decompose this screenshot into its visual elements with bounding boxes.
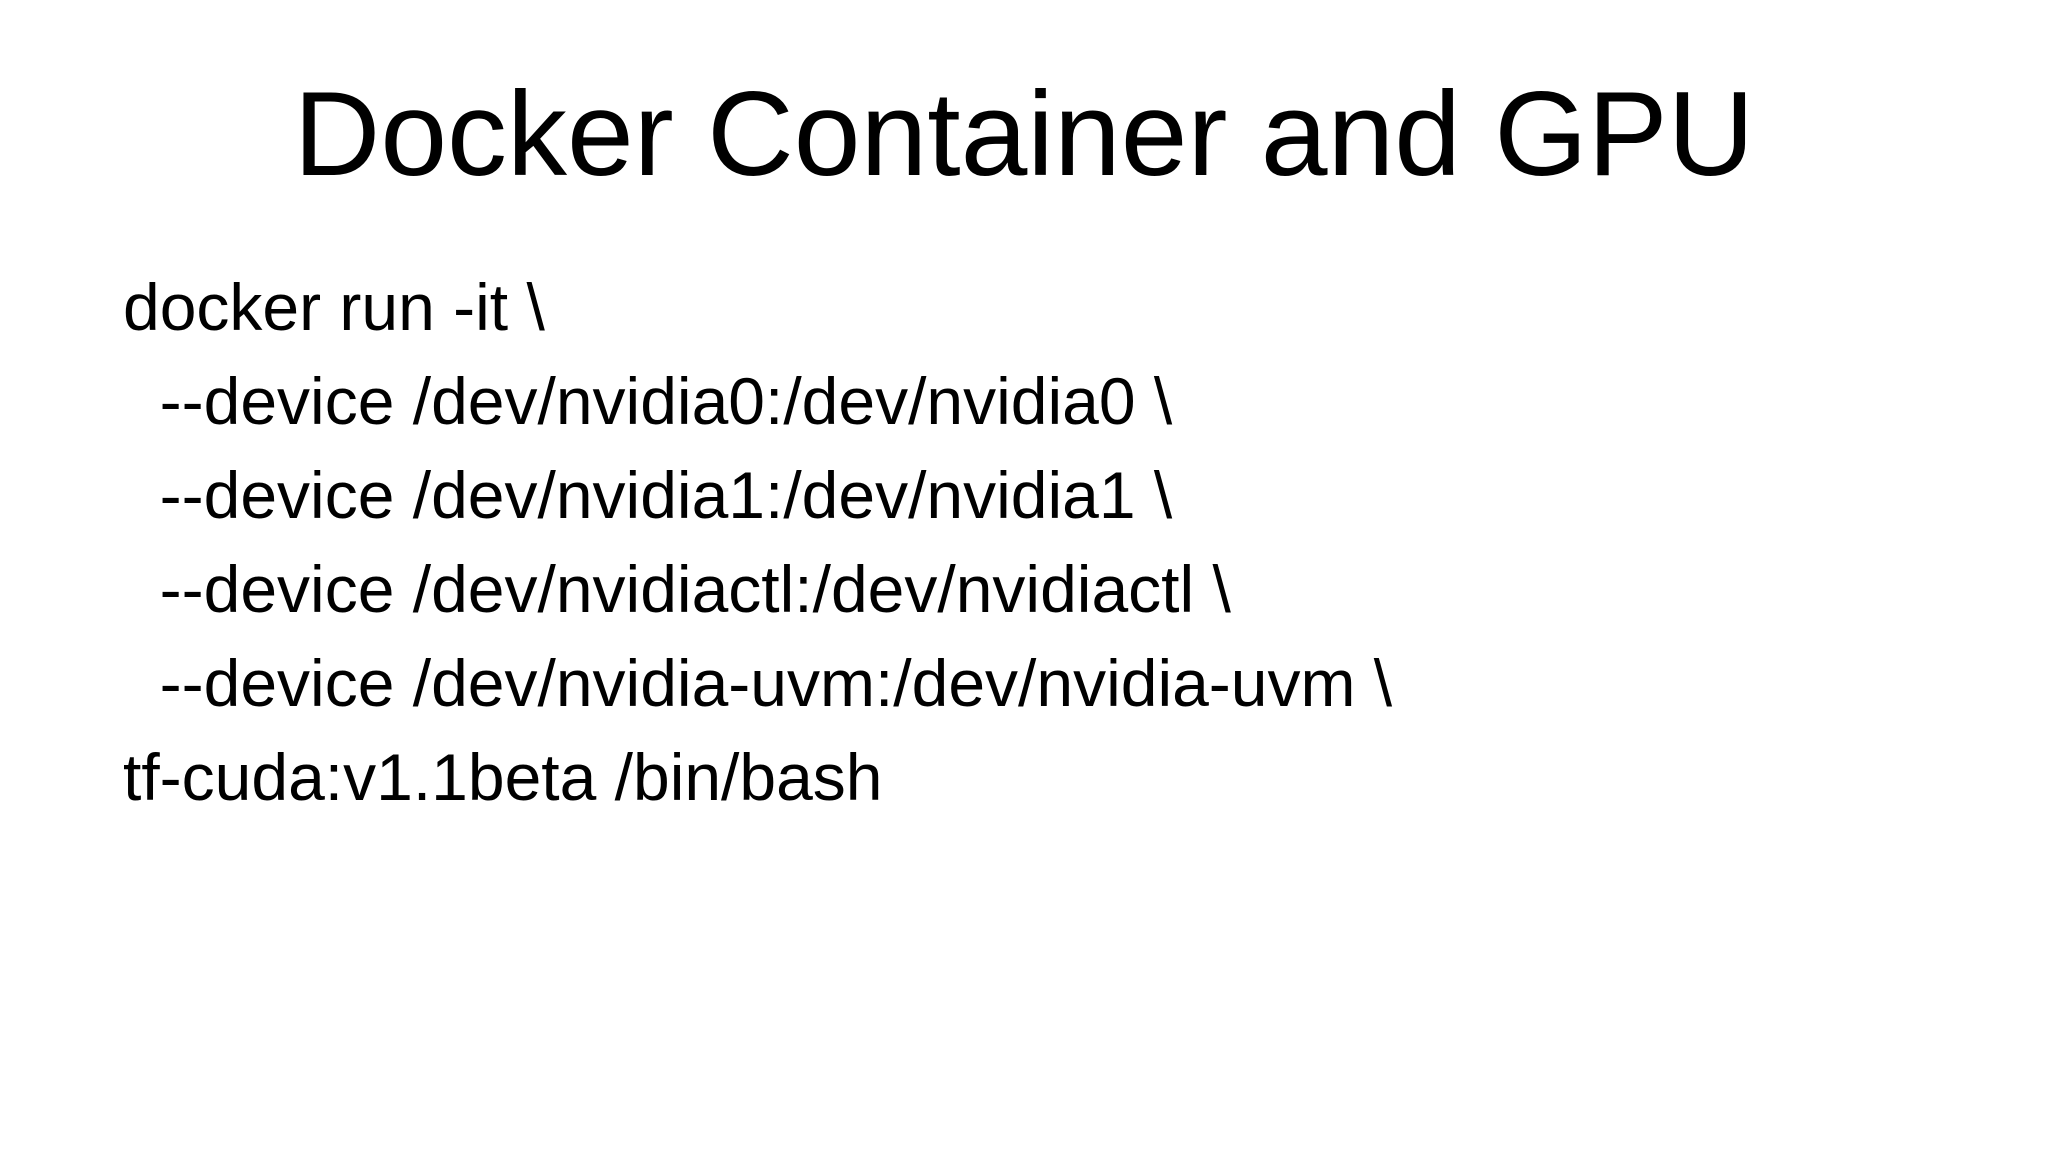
slide-title: Docker Container and GPU <box>293 67 1755 201</box>
code-line: --device /dev/nvidia-uvm:/dev/nvidia-uvm… <box>123 646 1393 720</box>
docker-command-block: docker run -it \ --device /dev/nvidia0:/… <box>123 260 2048 824</box>
code-line: --device /dev/nvidia0:/dev/nvidia0 \ <box>123 364 1173 438</box>
code-line: tf-cuda:v1.1beta /bin/bash <box>123 740 883 814</box>
code-line: --device /dev/nvidiactl:/dev/nvidiactl \ <box>123 552 1231 626</box>
code-line: docker run -it \ <box>123 270 545 344</box>
code-line: --device /dev/nvidia1:/dev/nvidia1 \ <box>123 458 1173 532</box>
